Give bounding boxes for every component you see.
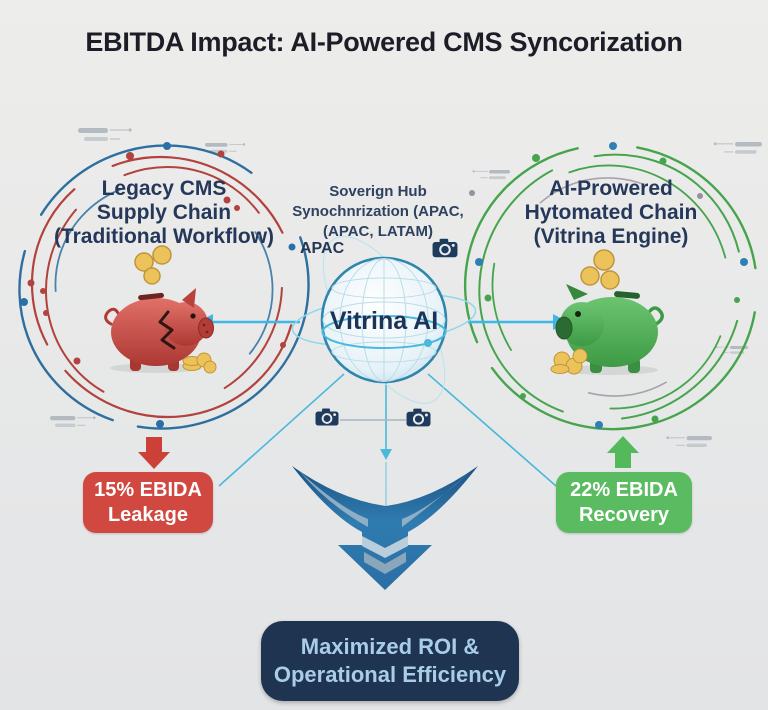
merge-arrow-icon — [292, 466, 478, 590]
outcome-badge-line2: Operational Efficiency — [273, 662, 507, 687]
legacy-circle-ring — [18, 142, 310, 430]
outcome-badge: Maximized ROI & Operational Efficiency — [261, 621, 519, 701]
up-arrow-icon — [607, 436, 639, 468]
legacy-circle-heading: Legacy CMS Supply Chain (Traditional Wor… — [24, 177, 304, 249]
leakage-badge-line1: 15% EBIDA — [94, 478, 202, 501]
legacy-heading-line3: (Traditional Workflow) — [53, 225, 275, 248]
recovery-badge-line2: Recovery — [578, 503, 670, 526]
recovery-badge-line1: 22% EBIDA — [570, 478, 678, 501]
ai-heading-line1: AI-Prowered — [549, 177, 673, 200]
ai-ring-nodes — [469, 142, 748, 429]
leakage-badge-line2: Leakage — [107, 503, 189, 526]
apac-region-label: APAC — [300, 240, 345, 257]
hub-heading-line2: Synochnrization (APAC, — [292, 203, 464, 220]
piggy-bank-broken-icon — [104, 245, 217, 374]
connector-lines — [218, 373, 557, 508]
leakage-badge: 15% EBIDA Leakage — [83, 472, 213, 533]
hub-heading-line3: (APAC, LATAM) — [323, 223, 433, 240]
globe-icon — [291, 236, 477, 404]
hub-heading: Soverign Hub Synochnrization (APAC, (APA… — [278, 182, 478, 242]
recovery-badge: 22% EBIDA Recovery — [556, 472, 692, 533]
ai-circle-ring — [463, 142, 759, 431]
piggy-bank-green-icon — [550, 249, 664, 375]
coins — [550, 348, 588, 375]
legacy-ring-nodes — [20, 142, 296, 428]
ai-heading-line2: Hytomated Chain — [524, 201, 698, 224]
globe-label: Vitrina AI — [329, 307, 439, 335]
legacy-heading-line1: Legacy CMS — [101, 177, 227, 200]
ai-heading-line3: (Vitrina Engine) — [533, 225, 689, 248]
legacy-heading-line2: Supply Chain — [96, 201, 232, 224]
hub-heading-line1: Soverign Hub — [329, 183, 427, 200]
coins — [182, 352, 217, 374]
down-arrow-icon — [138, 437, 170, 469]
page-title: EBITDA Impact: AI-Powered CMS Syncorizat… — [85, 27, 683, 57]
right-flow-arrow — [468, 314, 568, 330]
ai-circle-heading: AI-Prowered Hytomated Chain (Vitrina Eng… — [470, 177, 752, 249]
outcome-badge-line1: Maximized ROI & — [300, 634, 480, 659]
